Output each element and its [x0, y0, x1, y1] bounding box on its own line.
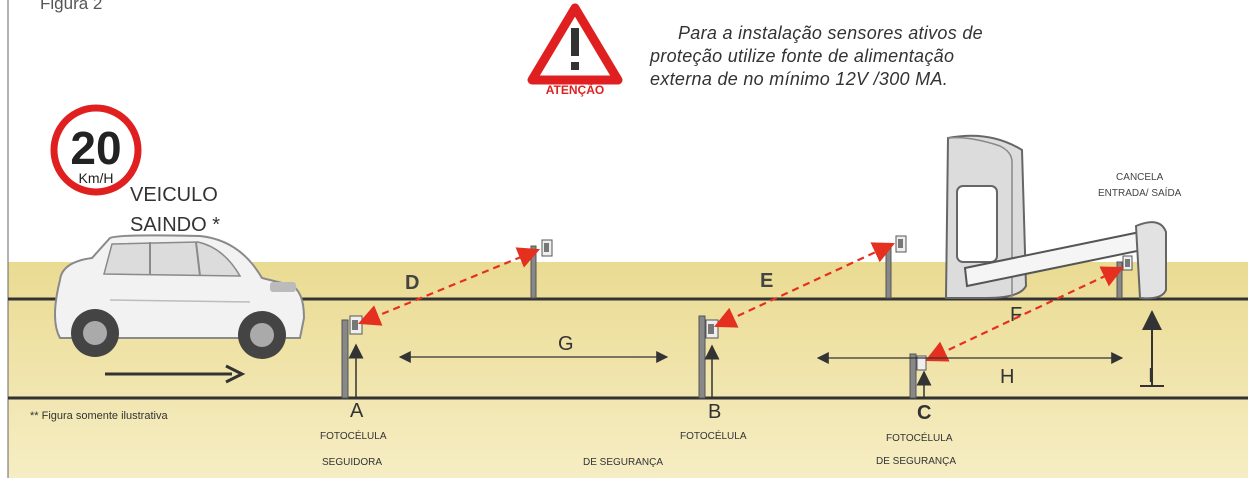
beam-f-label: F — [1010, 304, 1023, 326]
warning-line-2: proteção utilize fonte de alimentação — [650, 46, 955, 66]
distance-g-label: G — [558, 333, 574, 355]
warning-message: Para a instalação sensores ativos de pro… — [650, 22, 983, 91]
footnote: ** Figura somente ilustrativa — [30, 410, 168, 422]
car-icon — [54, 234, 306, 359]
speed-value: 20 — [70, 122, 122, 174]
post-b-line-1: FOTOCÉLULA — [680, 431, 747, 442]
warning-line-1: Para a instalação sensores ativos de — [678, 23, 983, 43]
vehicle-line-2: SAINDO * — [130, 214, 221, 236]
post-b-letter: B — [708, 401, 722, 423]
post-c-line-1: FOTOCÉLULA — [886, 433, 953, 444]
post-c-letter: C — [917, 402, 932, 424]
vehicle-label: VEICULO SAINDO * — [130, 180, 220, 240]
barrier-line-1: CANCELA — [1116, 172, 1164, 183]
warning-badge: ATENÇÃO — [545, 83, 605, 97]
post-i-marker — [1140, 310, 1164, 387]
barrier-line-2: ENTRADA/ SAÍDA — [1098, 188, 1182, 199]
beam-e-label: E — [760, 270, 774, 292]
beam-d — [357, 247, 541, 326]
warning-triangle-icon — [527, 3, 623, 85]
post-a-line-1: FOTOCÉLULA — [320, 431, 387, 442]
barrier-label: CANCELA ENTRADA/ SAÍDA — [1098, 170, 1181, 202]
post-a-line-2: SEGUIDORA — [322, 457, 383, 468]
warning-line-3: externa de no mínimo 12V /300 MA. — [650, 69, 949, 89]
vehicle-line-1: VEICULO — [130, 184, 218, 206]
speed-unit: Km/H — [78, 170, 114, 186]
figure-label: Figura 2 — [40, 0, 103, 13]
direction-arrow-icon — [105, 364, 246, 384]
post-a-letter: A — [350, 400, 364, 422]
speed-limit-sign-icon — [50, 104, 142, 196]
distance-i-label: I — [1148, 365, 1154, 387]
post-b-line-2: DE SEGURANÇA — [583, 457, 664, 468]
beam-e — [714, 242, 895, 328]
distance-h-label: H — [1000, 366, 1015, 388]
beam-d-label: D — [405, 272, 420, 294]
post-a — [341, 315, 364, 399]
post-c-line-2: DE SEGURANÇA — [876, 456, 957, 467]
